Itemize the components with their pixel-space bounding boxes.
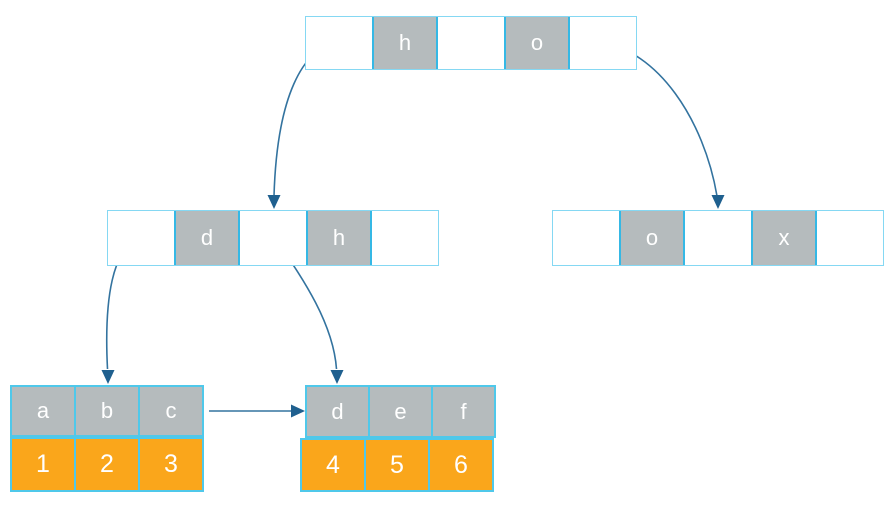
- pointer-cell: [372, 211, 438, 265]
- leaf-key-cell: e: [368, 385, 433, 438]
- arrowhead-internal-left-to-leaf-right: [330, 370, 344, 384]
- leaf-left-keys-row: a b c: [10, 385, 204, 437]
- key-cell: o: [619, 211, 685, 265]
- key-cell: h: [372, 17, 438, 69]
- arrowhead-leaf-left-to-leaf-right: [291, 404, 305, 418]
- node-root: h o: [305, 16, 637, 70]
- key-cell: x: [751, 211, 817, 265]
- leaf-left-values-row: 1 2 3: [10, 437, 204, 492]
- pointer-cell: [240, 211, 306, 265]
- leaf-value-cell: 1: [10, 437, 76, 492]
- leaf-value-cell: 5: [364, 438, 430, 492]
- leaf-value-cell: 4: [300, 438, 366, 492]
- pointer-cell: [817, 211, 883, 265]
- leaf-key-cell: c: [138, 385, 204, 437]
- key-cell: o: [504, 17, 570, 69]
- leaf-right-values-row: 4 5 6: [300, 438, 494, 492]
- pointer-cell: [553, 211, 619, 265]
- leaf-key-cell: f: [431, 385, 496, 438]
- leaf-right-keys-row: d e f: [305, 385, 496, 438]
- arrowhead-root-to-internal-left: [267, 195, 281, 209]
- leaf-value-cell: 2: [74, 437, 140, 492]
- leaf-key-cell: a: [10, 385, 76, 437]
- leaf-key-cell: b: [74, 385, 140, 437]
- leaf-value-cell: 3: [138, 437, 204, 492]
- pointer-cell: [438, 17, 504, 69]
- node-internal-right: o x: [552, 210, 884, 266]
- leaf-key-cell: d: [305, 385, 370, 438]
- arrowhead-internal-left-to-leaf-left: [101, 370, 115, 384]
- leaf-value-cell: 6: [428, 438, 494, 492]
- key-cell: h: [306, 211, 372, 265]
- node-internal-left: d h: [107, 210, 439, 266]
- arrowhead-root-to-internal-right: [711, 195, 725, 209]
- key-cell: d: [174, 211, 240, 265]
- pointer-cell: [306, 17, 372, 69]
- pointer-cell: [685, 211, 751, 265]
- pointer-cell: [570, 17, 636, 69]
- pointer-cell: [108, 211, 174, 265]
